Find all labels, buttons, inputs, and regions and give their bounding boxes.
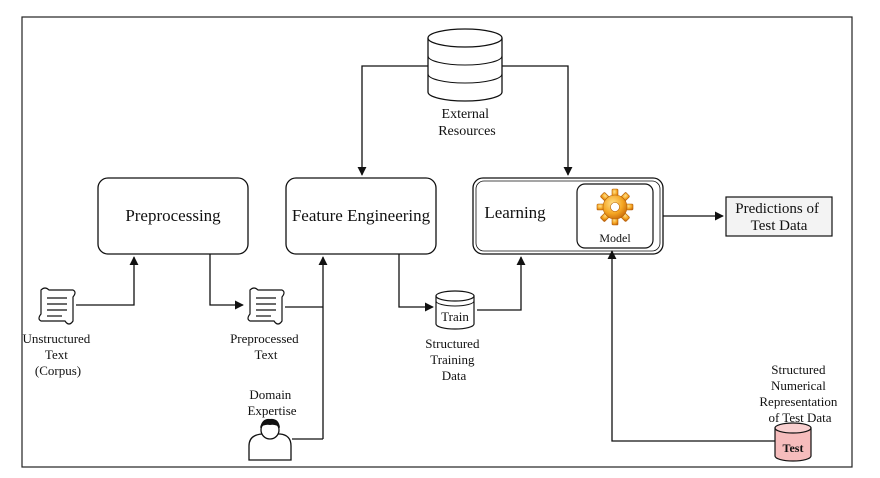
domain-expertise-label: Domain Expertise	[247, 387, 296, 418]
preprocessing-label: Preprocessing	[125, 206, 221, 225]
outer-frame	[21, 16, 853, 468]
preprocessed-text-document-icon	[247, 287, 285, 325]
person-icon	[248, 418, 292, 461]
structured-training-data-label: Structured Training Data	[425, 336, 482, 383]
text-to-preprocessing-arrow	[76, 256, 139, 306]
train-database-icon	[435, 290, 475, 330]
external-resources-connectors	[357, 65, 573, 176]
preprocessed-text-label: Preprocessed Text	[230, 331, 302, 362]
preprocessing-to-document-arrow	[209, 254, 244, 310]
test-label: Test	[783, 441, 804, 455]
feature-engineering-label: Feature Engineering	[292, 206, 431, 225]
test-database-icon	[774, 422, 812, 462]
test-to-model-arrow	[607, 250, 775, 442]
feature-engineering-box	[285, 177, 437, 255]
unstructured-text-label: Unstructured Text (Corpus)	[22, 331, 93, 378]
train-to-learning-arrow	[477, 256, 526, 311]
predictions-box	[725, 196, 833, 237]
model-label: Model	[599, 231, 631, 245]
preprocessing-box	[97, 177, 249, 255]
gear-icon	[596, 188, 634, 226]
train-label: Train	[441, 309, 469, 324]
external-resources-database-icon	[427, 28, 503, 102]
feature-to-train-arrow	[398, 254, 434, 312]
structured-test-data-label: Structured Numerical Representation of T…	[759, 362, 840, 425]
feature-engineering-connectors	[285, 256, 328, 440]
learning-label: Learning	[484, 203, 546, 222]
unstructured-text-document-icon	[38, 287, 76, 325]
external-resources-label: External Resources	[438, 107, 496, 139]
predictions-label: Predictions of Test Data	[735, 201, 823, 234]
